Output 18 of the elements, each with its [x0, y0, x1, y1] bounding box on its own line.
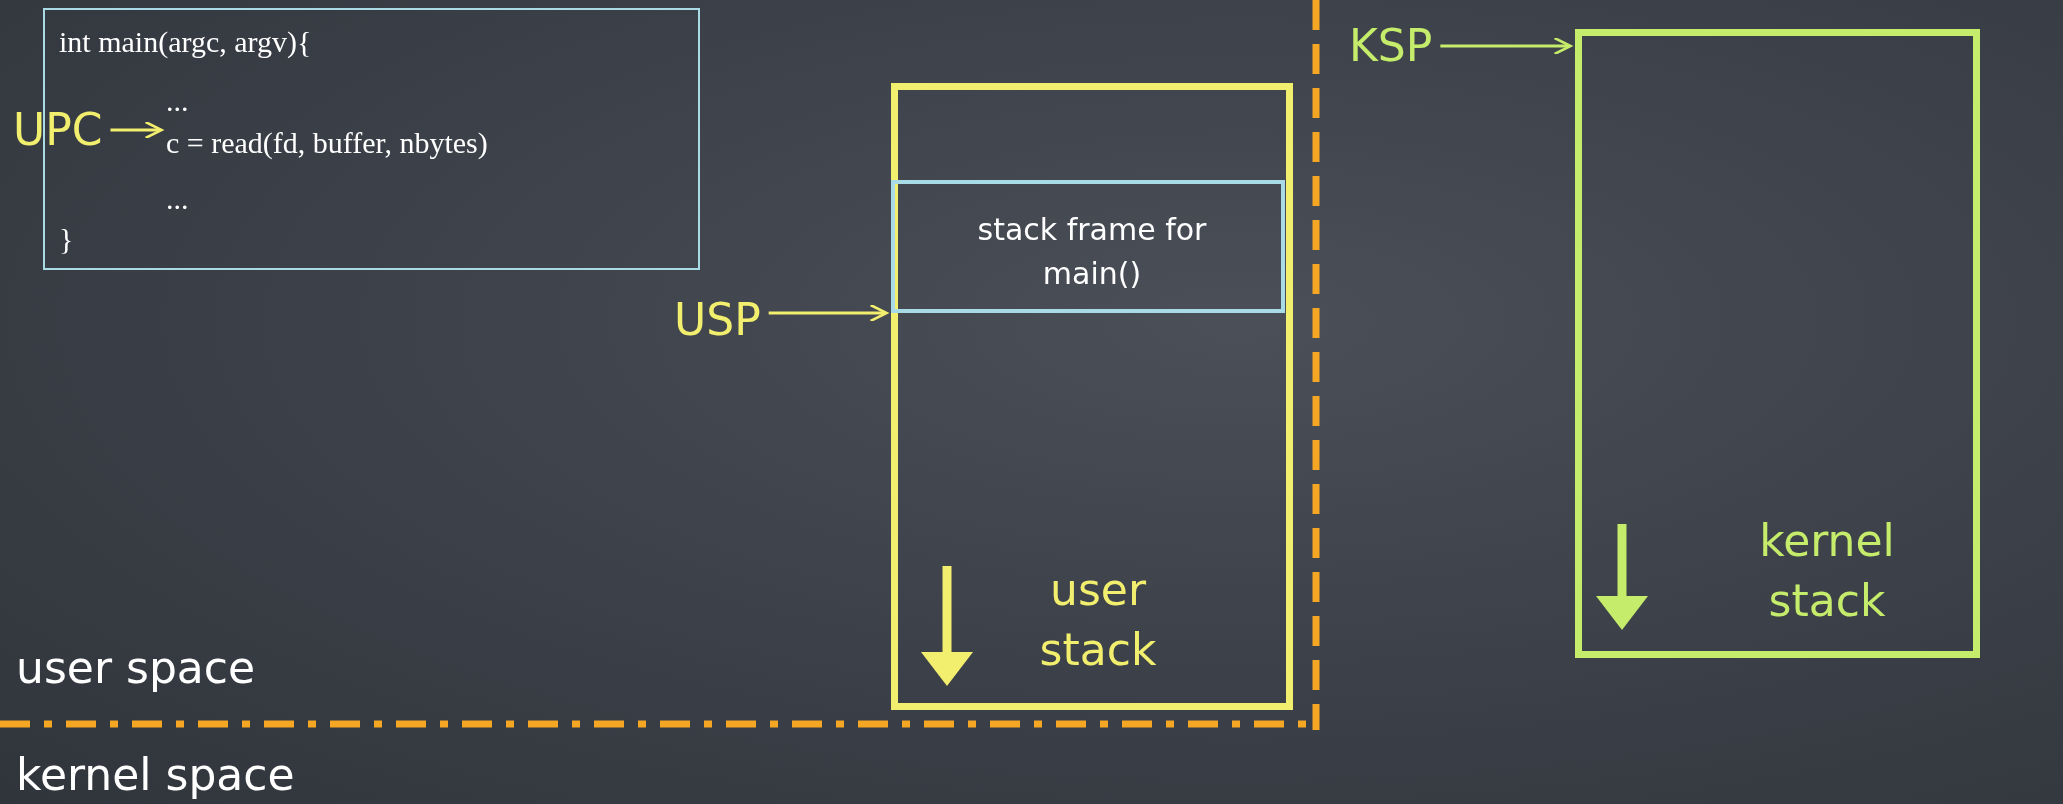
- region-label: kernel space: [16, 748, 295, 802]
- stack-label: kernel stack: [1758, 514, 1896, 628]
- code-line: c = read(fd, buffer, nbytes): [166, 125, 488, 161]
- region-label: user space: [16, 641, 256, 695]
- code-line: ...: [166, 181, 189, 217]
- code-line: int main(argc, argv){: [59, 24, 312, 60]
- stack-outline: [891, 83, 1293, 710]
- arrow: [110, 120, 163, 140]
- pointer-label: USP: [674, 290, 761, 350]
- code-line: }: [59, 221, 74, 257]
- arrow: [1440, 36, 1572, 56]
- stack-frame-box: [891, 180, 1285, 313]
- code-line: ...: [166, 83, 189, 119]
- stack-frame-label: stack frame for main(): [976, 211, 1208, 293]
- pointer-label: KSP: [1349, 16, 1433, 76]
- stack-label: user stack: [1038, 563, 1158, 677]
- stack-outline: [1575, 29, 1980, 658]
- arrow: [768, 303, 888, 323]
